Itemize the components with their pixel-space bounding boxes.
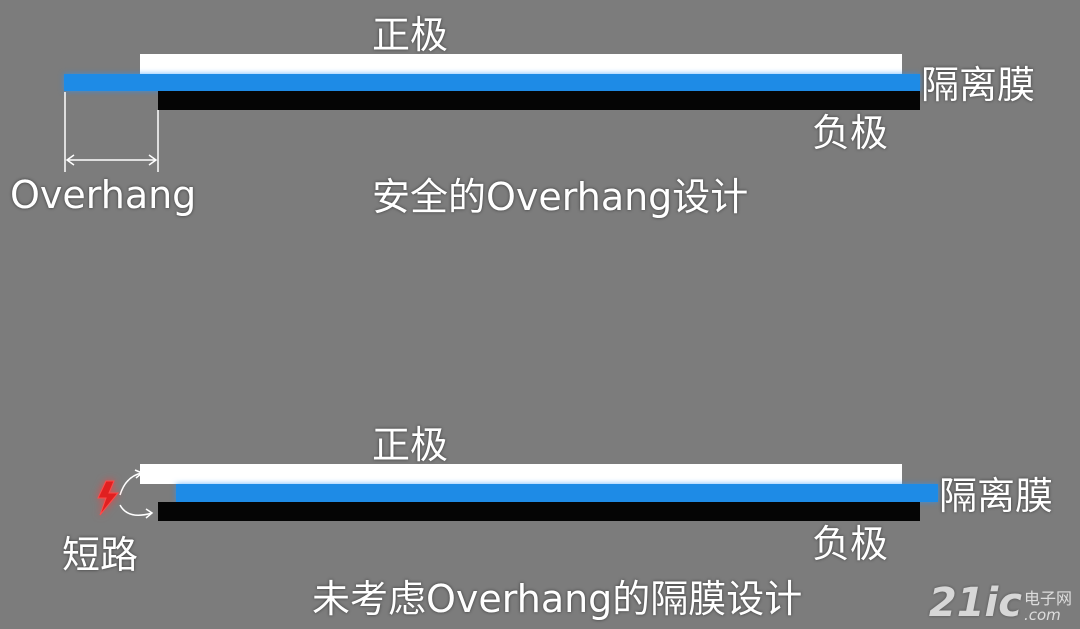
watermark-domain: .com (1023, 606, 1061, 624)
safe-negative-label: 负极 (812, 111, 889, 155)
lightning-icon (97, 480, 120, 516)
overhang-label: Overhang (10, 173, 197, 217)
safe-positive-label: 正极 (372, 13, 449, 57)
unsafe-caption: 未考虑Overhang的隔膜设计 (312, 577, 803, 621)
safe-positive-electrode (140, 54, 902, 74)
unsafe-negative-label: 负极 (812, 522, 889, 566)
short-circuit-label: 短路 (62, 533, 139, 577)
watermark-chinese: 电子网 (1023, 589, 1072, 609)
watermark-brand: 21ic (928, 580, 1022, 626)
unsafe-positive-label: 正极 (372, 423, 449, 467)
watermark-stack: 电子网 .com (1023, 589, 1072, 624)
unsafe-negative-electrode (158, 502, 920, 521)
safe-separator (64, 74, 920, 91)
unsafe-separator (176, 484, 938, 502)
watermark-logo: 21ic 电子网 .com (929, 583, 1072, 623)
safe-separator-label: 隔离膜 (921, 63, 1036, 107)
unsafe-positive-electrode (140, 464, 902, 484)
safe-caption: 安全的Overhang设计 (372, 175, 749, 219)
safe-negative-electrode (158, 91, 920, 110)
unsafe-separator-label: 隔离膜 (939, 474, 1054, 518)
